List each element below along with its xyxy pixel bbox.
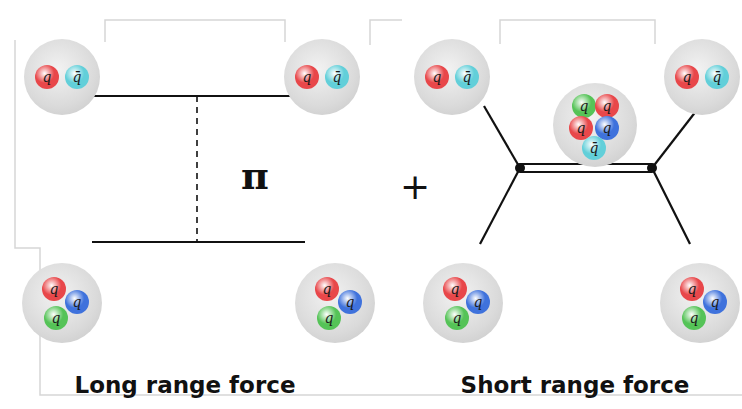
quark-ball: q xyxy=(317,306,341,330)
quark-ball: q xyxy=(675,65,699,89)
quark-ball: q̄ xyxy=(455,65,479,89)
quark-ball: q̄ xyxy=(325,65,349,89)
quark-ball: q xyxy=(572,94,596,118)
hadron-circle: qq̄ xyxy=(284,39,360,115)
hadron-circle: qq̄ xyxy=(24,39,100,115)
hadron-circle: qqq xyxy=(660,263,740,343)
quark-ball: q xyxy=(595,94,619,118)
quark-ball: q xyxy=(295,65,319,89)
particle-symbol: π xyxy=(241,153,269,198)
quark-ball: q̄ xyxy=(705,65,729,89)
quark-ball: q xyxy=(35,65,59,89)
quark-ball: q xyxy=(466,290,490,314)
quark-ball: q xyxy=(445,306,469,330)
caption-label: Long range force xyxy=(75,372,296,398)
quark-ball: q xyxy=(425,65,449,89)
quark-ball: q̄ xyxy=(65,65,89,89)
hadron-circle: qq̄ xyxy=(664,39,740,115)
quark-ball: q xyxy=(315,277,339,301)
quark-ball: q xyxy=(680,277,704,301)
quark-ball: q xyxy=(443,277,467,301)
quark-ball: q xyxy=(44,306,68,330)
plus-sign: + xyxy=(400,166,430,207)
hadron-circle: qqq xyxy=(295,263,375,343)
caption-label: Short range force xyxy=(461,372,690,398)
quark-ball: q xyxy=(338,290,362,314)
quark-ball: q xyxy=(65,290,89,314)
hadron-circle: qqq xyxy=(423,263,503,343)
quark-ball: q̄ xyxy=(582,136,606,160)
hadron-circle: qq̄ xyxy=(414,39,490,115)
quark-ball: q xyxy=(42,277,66,301)
quark-ball: q xyxy=(682,306,706,330)
quark-ball: q xyxy=(703,290,727,314)
hadron-circle: qqq xyxy=(22,263,102,343)
hadron-circle: qqqqq̄ xyxy=(553,83,637,167)
